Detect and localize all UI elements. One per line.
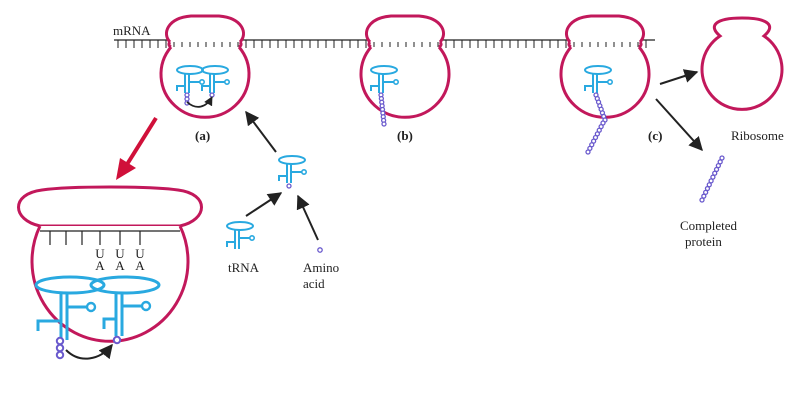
amino-to-charged-arrow [296, 194, 319, 241]
amino-acid-bead [585, 149, 591, 155]
completed-label-line1: Completed [680, 218, 738, 233]
trna-icon [370, 65, 400, 93]
completed-protein [699, 155, 725, 203]
growing-polypeptide-b [378, 92, 387, 127]
amino-acid-bead [209, 92, 215, 98]
amino-acid-bead [286, 183, 292, 189]
step-b-label: (b) [397, 128, 413, 143]
ribosome-a [159, 14, 251, 119]
protein-release-arrow [655, 98, 703, 152]
anticodon-base: A [95, 258, 105, 273]
amino-label-line1: Amino [303, 260, 339, 275]
completed-label-line2: protein [685, 234, 722, 249]
trna-label: tRNA [228, 260, 260, 275]
trna-icon [278, 155, 308, 183]
trna-c [584, 65, 614, 93]
zoomed-ribosome [17, 185, 203, 343]
codon-base: U [115, 246, 125, 261]
anticodon-base: A [115, 258, 125, 273]
zoomed-mrna-ticks [49, 231, 141, 245]
anticodon-base: A [135, 258, 145, 273]
released-ribosome [700, 16, 784, 111]
zoomed-trna-right [89, 275, 161, 345]
mrna-label: mRNA [113, 23, 151, 38]
charged-trna [278, 155, 308, 189]
amino-acid-bead [55, 336, 65, 346]
ribosome-release-arrow [659, 69, 699, 85]
zoom-arrow-shaft [124, 116, 158, 168]
amino-acid-bead [55, 343, 65, 353]
codon-base: U [135, 246, 145, 261]
zoomed-trna-left [34, 275, 106, 360]
step-c-label: (c) [648, 128, 662, 143]
zoomed-transfer-arrow [65, 343, 113, 360]
trna-a-right [201, 65, 231, 98]
charged-to-ribosome-arrow [245, 110, 277, 153]
codon-base: U [95, 246, 105, 261]
peptide-transfer-arrow [186, 96, 213, 108]
trna-icon [584, 65, 614, 93]
zoom-arrow-head [116, 158, 136, 180]
trna-to-charged-arrow [245, 192, 283, 217]
ribosome-label: Ribosome [731, 128, 784, 143]
amino-acid-bead [112, 335, 122, 345]
trna-icon [201, 65, 231, 93]
step-a-label: (a) [195, 128, 210, 143]
ribosome-icon [159, 14, 251, 119]
free-trna [226, 221, 256, 249]
amino-acid-bead [55, 350, 65, 360]
free-amino-acid [317, 247, 323, 253]
trna-b [370, 65, 400, 93]
amino-acid-bead [381, 121, 387, 127]
trna-icon [226, 221, 256, 249]
amino-acid-bead [699, 197, 705, 203]
amino-label-line2: acid [303, 276, 325, 291]
growing-polypeptide-c [585, 92, 608, 155]
